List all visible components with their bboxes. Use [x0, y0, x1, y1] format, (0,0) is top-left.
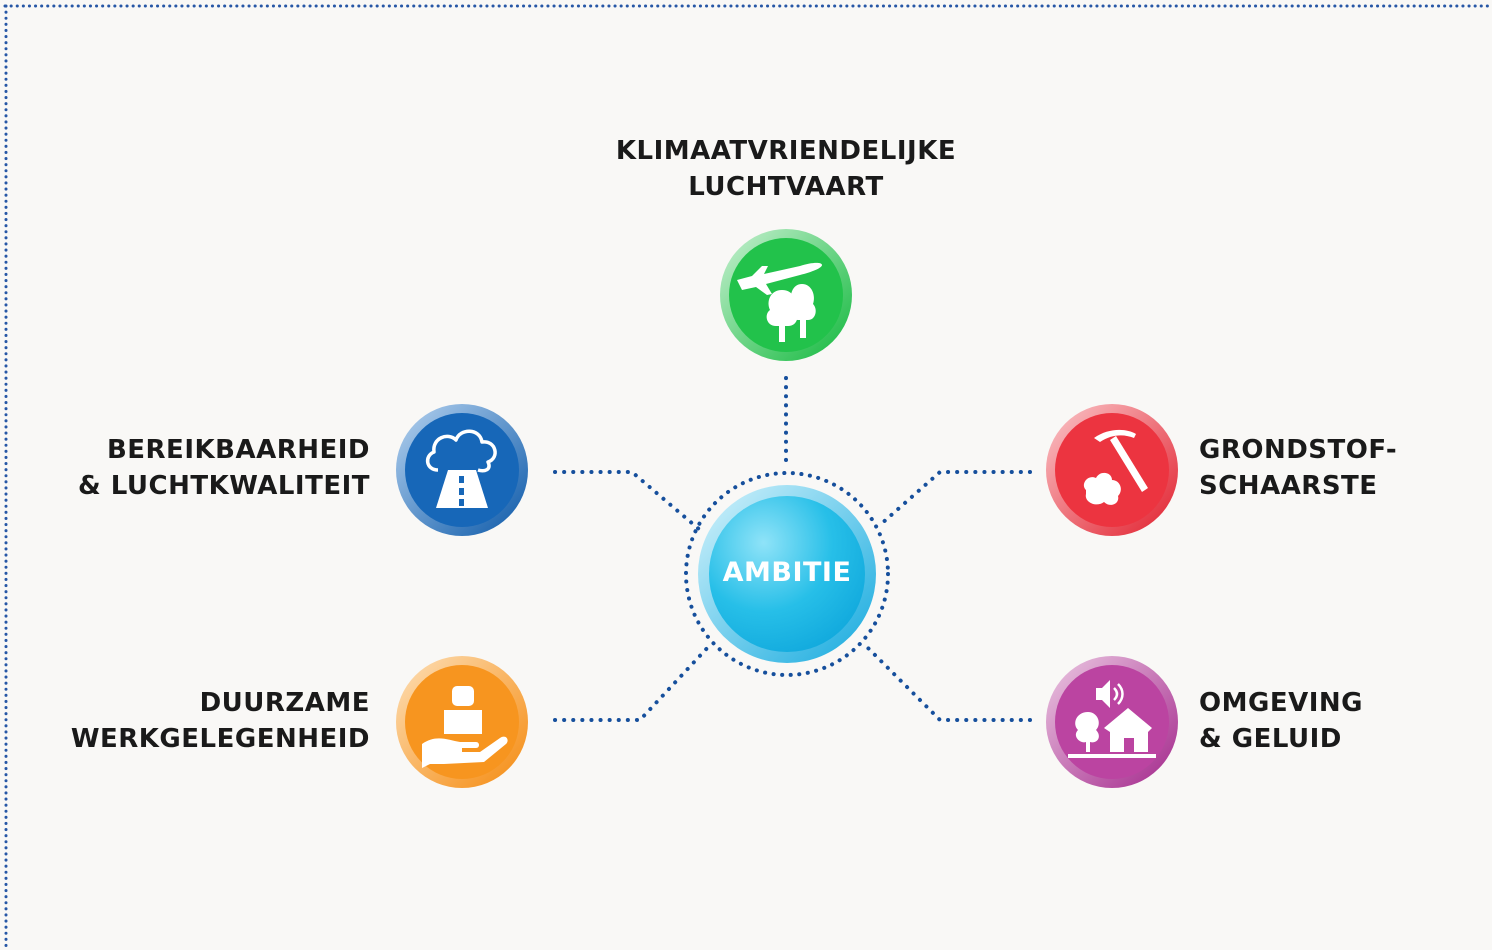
label-grondstof: GRONDSTOF- SCHAARSTE [1199, 432, 1479, 504]
label-duurzame: DUURZAME WERKGELEGENHEID [40, 685, 370, 757]
label-klimaat-line1: KLIMAATVRIENDELIJKE [615, 136, 957, 166]
node-bereikbaar [396, 404, 528, 536]
label-omgeving-line2: & GELUID [1199, 724, 1342, 754]
label-omgeving-line1: OMGEVING [1199, 688, 1363, 718]
speaker-house-icon [1068, 680, 1156, 758]
page-border [3, 4, 1492, 950]
hand-person-icon [422, 686, 508, 768]
airplane-trees-icon [737, 262, 822, 342]
label-omgeving: OMGEVING & GELUID [1199, 685, 1479, 757]
label-grondstof-line1: GRONDSTOF- [1199, 435, 1398, 465]
label-bereikbaar-line1: BEREIKBAARHEID [106, 435, 370, 465]
node-omgeving [1046, 656, 1178, 788]
node-grondstof [1046, 404, 1178, 536]
center-node [684, 471, 890, 677]
connector-omgeving [863, 643, 1032, 722]
connector-grondstof [878, 470, 1032, 527]
label-bereikbaar-line2: & LUCHTKWALITEIT [78, 471, 370, 501]
center-label-text: AMBITIE [722, 557, 852, 588]
label-duurzame-line1: DUURZAME [199, 688, 370, 718]
label-duurzame-line2: WERKGELEGENHEID [70, 724, 370, 754]
label-grondstof-line2: SCHAARSTE [1199, 471, 1378, 501]
label-bereikbaar: BEREIKBAARHEID & LUCHTKWALITEIT [40, 432, 370, 504]
center-label: AMBITIE [687, 555, 887, 591]
connector-duurzame [553, 643, 712, 722]
connector-bereikbaar [553, 470, 702, 532]
node-klimaat [720, 229, 852, 361]
label-klimaat: KLIMAATVRIENDELIJKE LUCHTVAART [586, 133, 986, 205]
label-klimaat-line2: LUCHTVAART [688, 172, 884, 202]
node-duurzame [396, 656, 528, 788]
pickaxe-rocks-icon [1083, 429, 1148, 505]
connectors [553, 376, 1032, 722]
